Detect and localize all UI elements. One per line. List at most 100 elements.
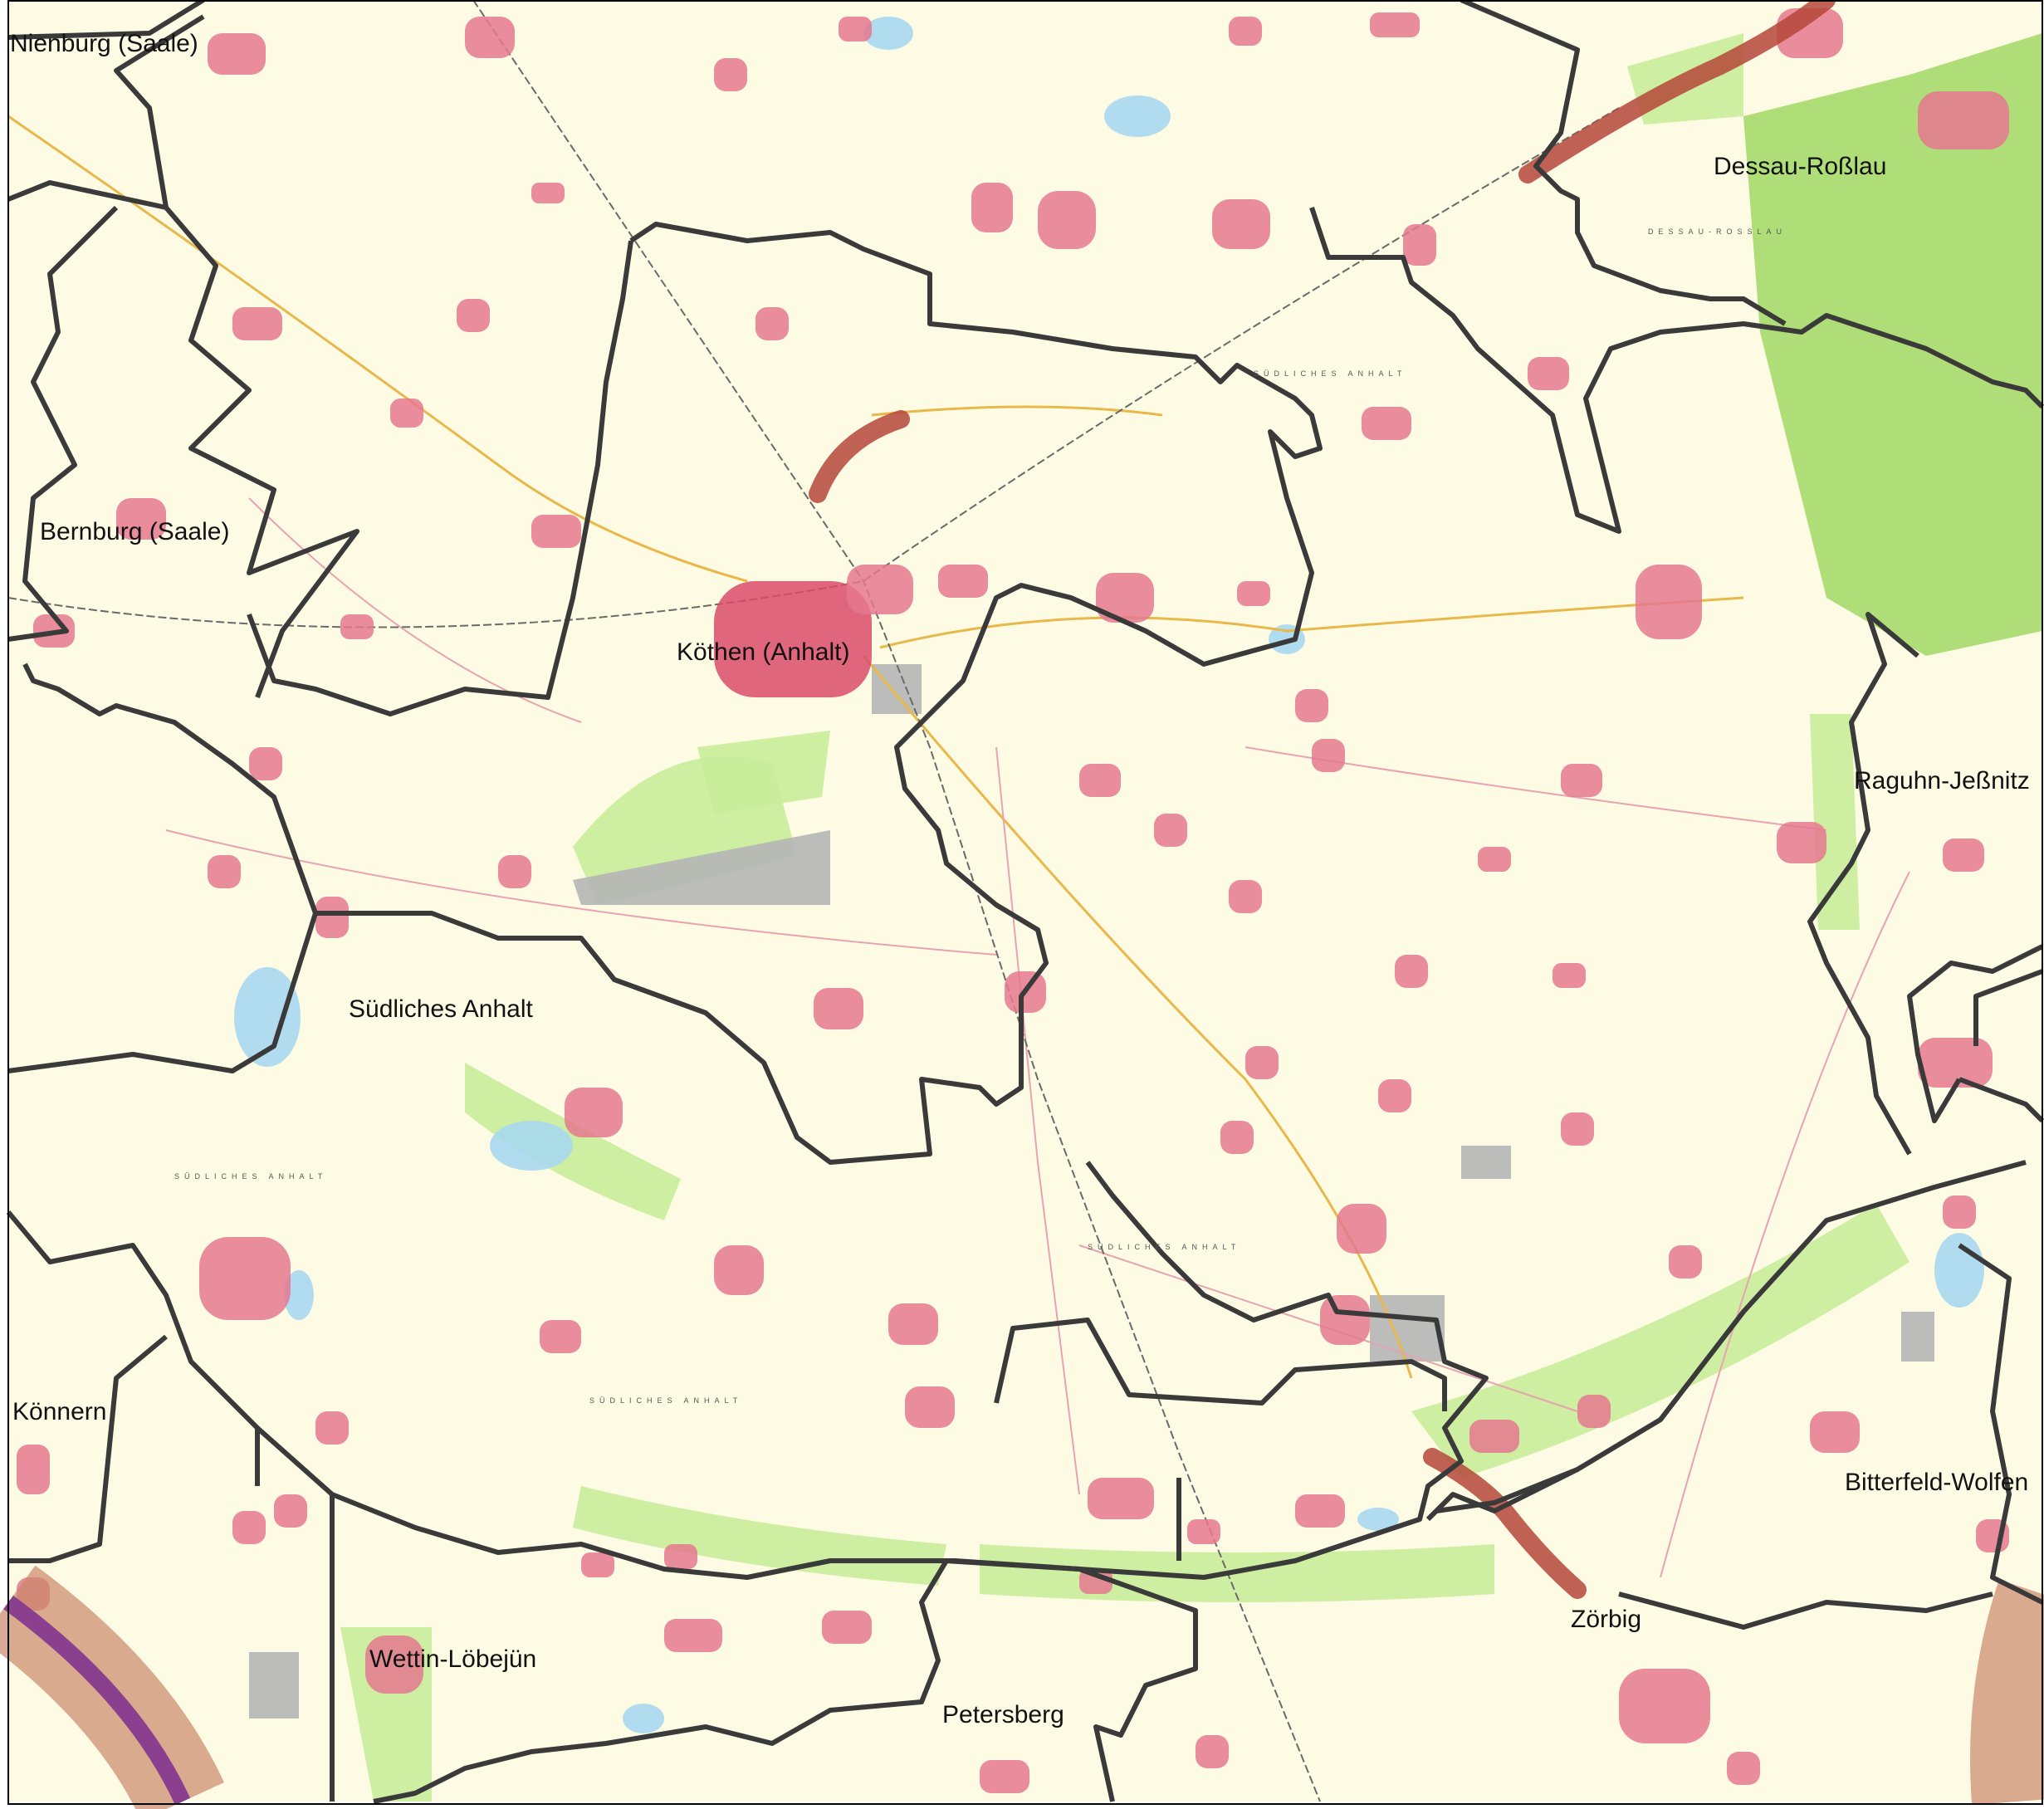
settlement-area bbox=[714, 1245, 764, 1295]
settlement-area bbox=[905, 1386, 955, 1428]
place-labels: Nienburg (Saale) Dessau-Roßlau Bernburg … bbox=[10, 30, 2030, 1728]
settlement-area bbox=[1212, 199, 1270, 249]
settlement-area bbox=[232, 307, 282, 340]
settlement-area bbox=[814, 988, 863, 1029]
boundary-layer bbox=[6, 0, 2044, 1804]
settlement-area bbox=[1561, 1112, 1594, 1146]
place-label-zoerbig[interactable]: Zörbig bbox=[1571, 1606, 1641, 1633]
settlement-area bbox=[1362, 407, 1411, 440]
settlement-area bbox=[199, 1237, 291, 1320]
settlement-area bbox=[1727, 1752, 1760, 1785]
settlement-area bbox=[274, 1494, 307, 1528]
settlement-area bbox=[531, 183, 565, 203]
settlement-area bbox=[1079, 764, 1121, 797]
settlement-area bbox=[1229, 17, 1262, 46]
settlement-area bbox=[565, 1088, 623, 1137]
settlement-area bbox=[465, 17, 515, 58]
district-label: SÜDLICHES ANHALT bbox=[1088, 1243, 1240, 1251]
place-label-petersberg[interactable]: Petersberg bbox=[942, 1701, 1064, 1728]
place-label-raguhn[interactable]: Raguhn-Jeßnitz bbox=[1854, 767, 2030, 794]
place-label-koennern[interactable]: Könnern bbox=[12, 1398, 106, 1425]
settlement-area bbox=[1577, 1395, 1611, 1428]
settlement-area bbox=[1395, 955, 1428, 988]
place-label-suedliches-anhalt[interactable]: Südliches Anhalt bbox=[349, 995, 533, 1023]
settlement-area bbox=[1918, 1038, 1993, 1088]
place-label-wettin[interactable]: Wettin-Löbejün bbox=[369, 1645, 536, 1673]
settlement-area bbox=[1038, 191, 1096, 249]
settlement-area bbox=[1237, 581, 1270, 606]
settlement-area bbox=[1337, 1204, 1386, 1254]
settlement-area bbox=[498, 855, 531, 888]
district-label: SÜDLICHES ANHALT bbox=[174, 1172, 327, 1181]
settlement-area bbox=[531, 515, 581, 548]
settlement-area bbox=[1312, 739, 1345, 772]
settlement-area bbox=[1187, 1519, 1220, 1544]
settlement-area bbox=[664, 1544, 697, 1569]
settlement-area bbox=[847, 565, 913, 614]
settlement-area bbox=[1619, 1669, 1710, 1743]
settlement-area bbox=[938, 565, 988, 598]
settlement-area bbox=[1088, 1478, 1154, 1519]
settlement-area bbox=[249, 747, 282, 780]
settlement-area bbox=[1079, 1569, 1112, 1594]
settlement-area bbox=[839, 17, 872, 42]
settlement-area bbox=[1196, 1735, 1229, 1768]
district-label: SÜDLICHES ANHALT bbox=[589, 1396, 742, 1405]
place-label-dessau[interactable]: Dessau-Roßlau bbox=[1714, 153, 1886, 180]
settlement-area bbox=[390, 398, 423, 428]
settlement-area bbox=[714, 581, 872, 697]
settlement-area bbox=[714, 58, 747, 91]
settlement-area bbox=[822, 1611, 872, 1644]
district-labels: SÜDLICHES ANHALT SÜDLICHES ANHALT SÜDLIC… bbox=[174, 227, 1787, 1405]
settlement-area bbox=[1370, 12, 1420, 37]
settlement-area bbox=[664, 1619, 722, 1652]
settlement-area bbox=[888, 1303, 938, 1345]
settlement-area bbox=[980, 1760, 1029, 1793]
industry-layer bbox=[249, 664, 1934, 1719]
settlement-area bbox=[457, 299, 490, 332]
settlement-area bbox=[17, 1445, 50, 1494]
settlement-area bbox=[1528, 357, 1569, 390]
settlement-area bbox=[581, 1552, 614, 1577]
map-border bbox=[7, 0, 2043, 1805]
settlement-area bbox=[1478, 847, 1511, 872]
settlement-area bbox=[540, 1320, 581, 1353]
settlement-area bbox=[208, 855, 241, 888]
settlement-area bbox=[1469, 1420, 1519, 1453]
settlement-area bbox=[1154, 814, 1187, 847]
settlement-area bbox=[1220, 1121, 1254, 1154]
place-label-koethen[interactable]: Köthen (Anhalt) bbox=[677, 638, 849, 666]
roads-layer bbox=[7, 115, 1910, 1578]
settlement-area bbox=[1561, 764, 1602, 797]
settlement-area bbox=[1378, 1079, 1411, 1112]
settlement-area bbox=[232, 1511, 266, 1544]
district-label: DESSAU-ROSSLAU bbox=[1648, 227, 1787, 236]
settlement-area bbox=[1636, 565, 1702, 639]
settlement-area bbox=[315, 897, 349, 938]
place-label-bitterfeld[interactable]: Bitterfeld-Wolfen bbox=[1845, 1469, 2028, 1496]
district-label: SÜDLICHES ANHALT bbox=[1254, 369, 1406, 378]
settlement-area bbox=[340, 614, 374, 639]
settlement-area bbox=[1553, 963, 1586, 988]
settlement-area bbox=[116, 498, 166, 540]
railway-layer bbox=[7, 0, 1620, 1802]
settlement-area bbox=[1320, 1295, 1370, 1345]
settlement-area bbox=[1943, 1195, 1976, 1229]
settlement-area bbox=[1295, 1494, 1345, 1528]
settlement-area bbox=[1245, 1046, 1279, 1079]
settlement-area bbox=[971, 183, 1013, 232]
settlement-area bbox=[1229, 880, 1262, 913]
water-layer bbox=[234, 17, 1984, 1733]
settlement-area bbox=[1943, 838, 1984, 872]
settlement-area bbox=[1096, 573, 1154, 623]
settlement-area bbox=[1669, 1245, 1702, 1279]
settlement-area bbox=[1810, 1411, 1860, 1453]
place-label-bernburg[interactable]: Bernburg (Saale) bbox=[40, 518, 229, 545]
settlement-area bbox=[208, 33, 266, 75]
settlement-area bbox=[1777, 822, 1826, 863]
place-label-nienburg[interactable]: Nienburg (Saale) bbox=[10, 30, 198, 57]
settlement-area bbox=[1403, 224, 1436, 266]
